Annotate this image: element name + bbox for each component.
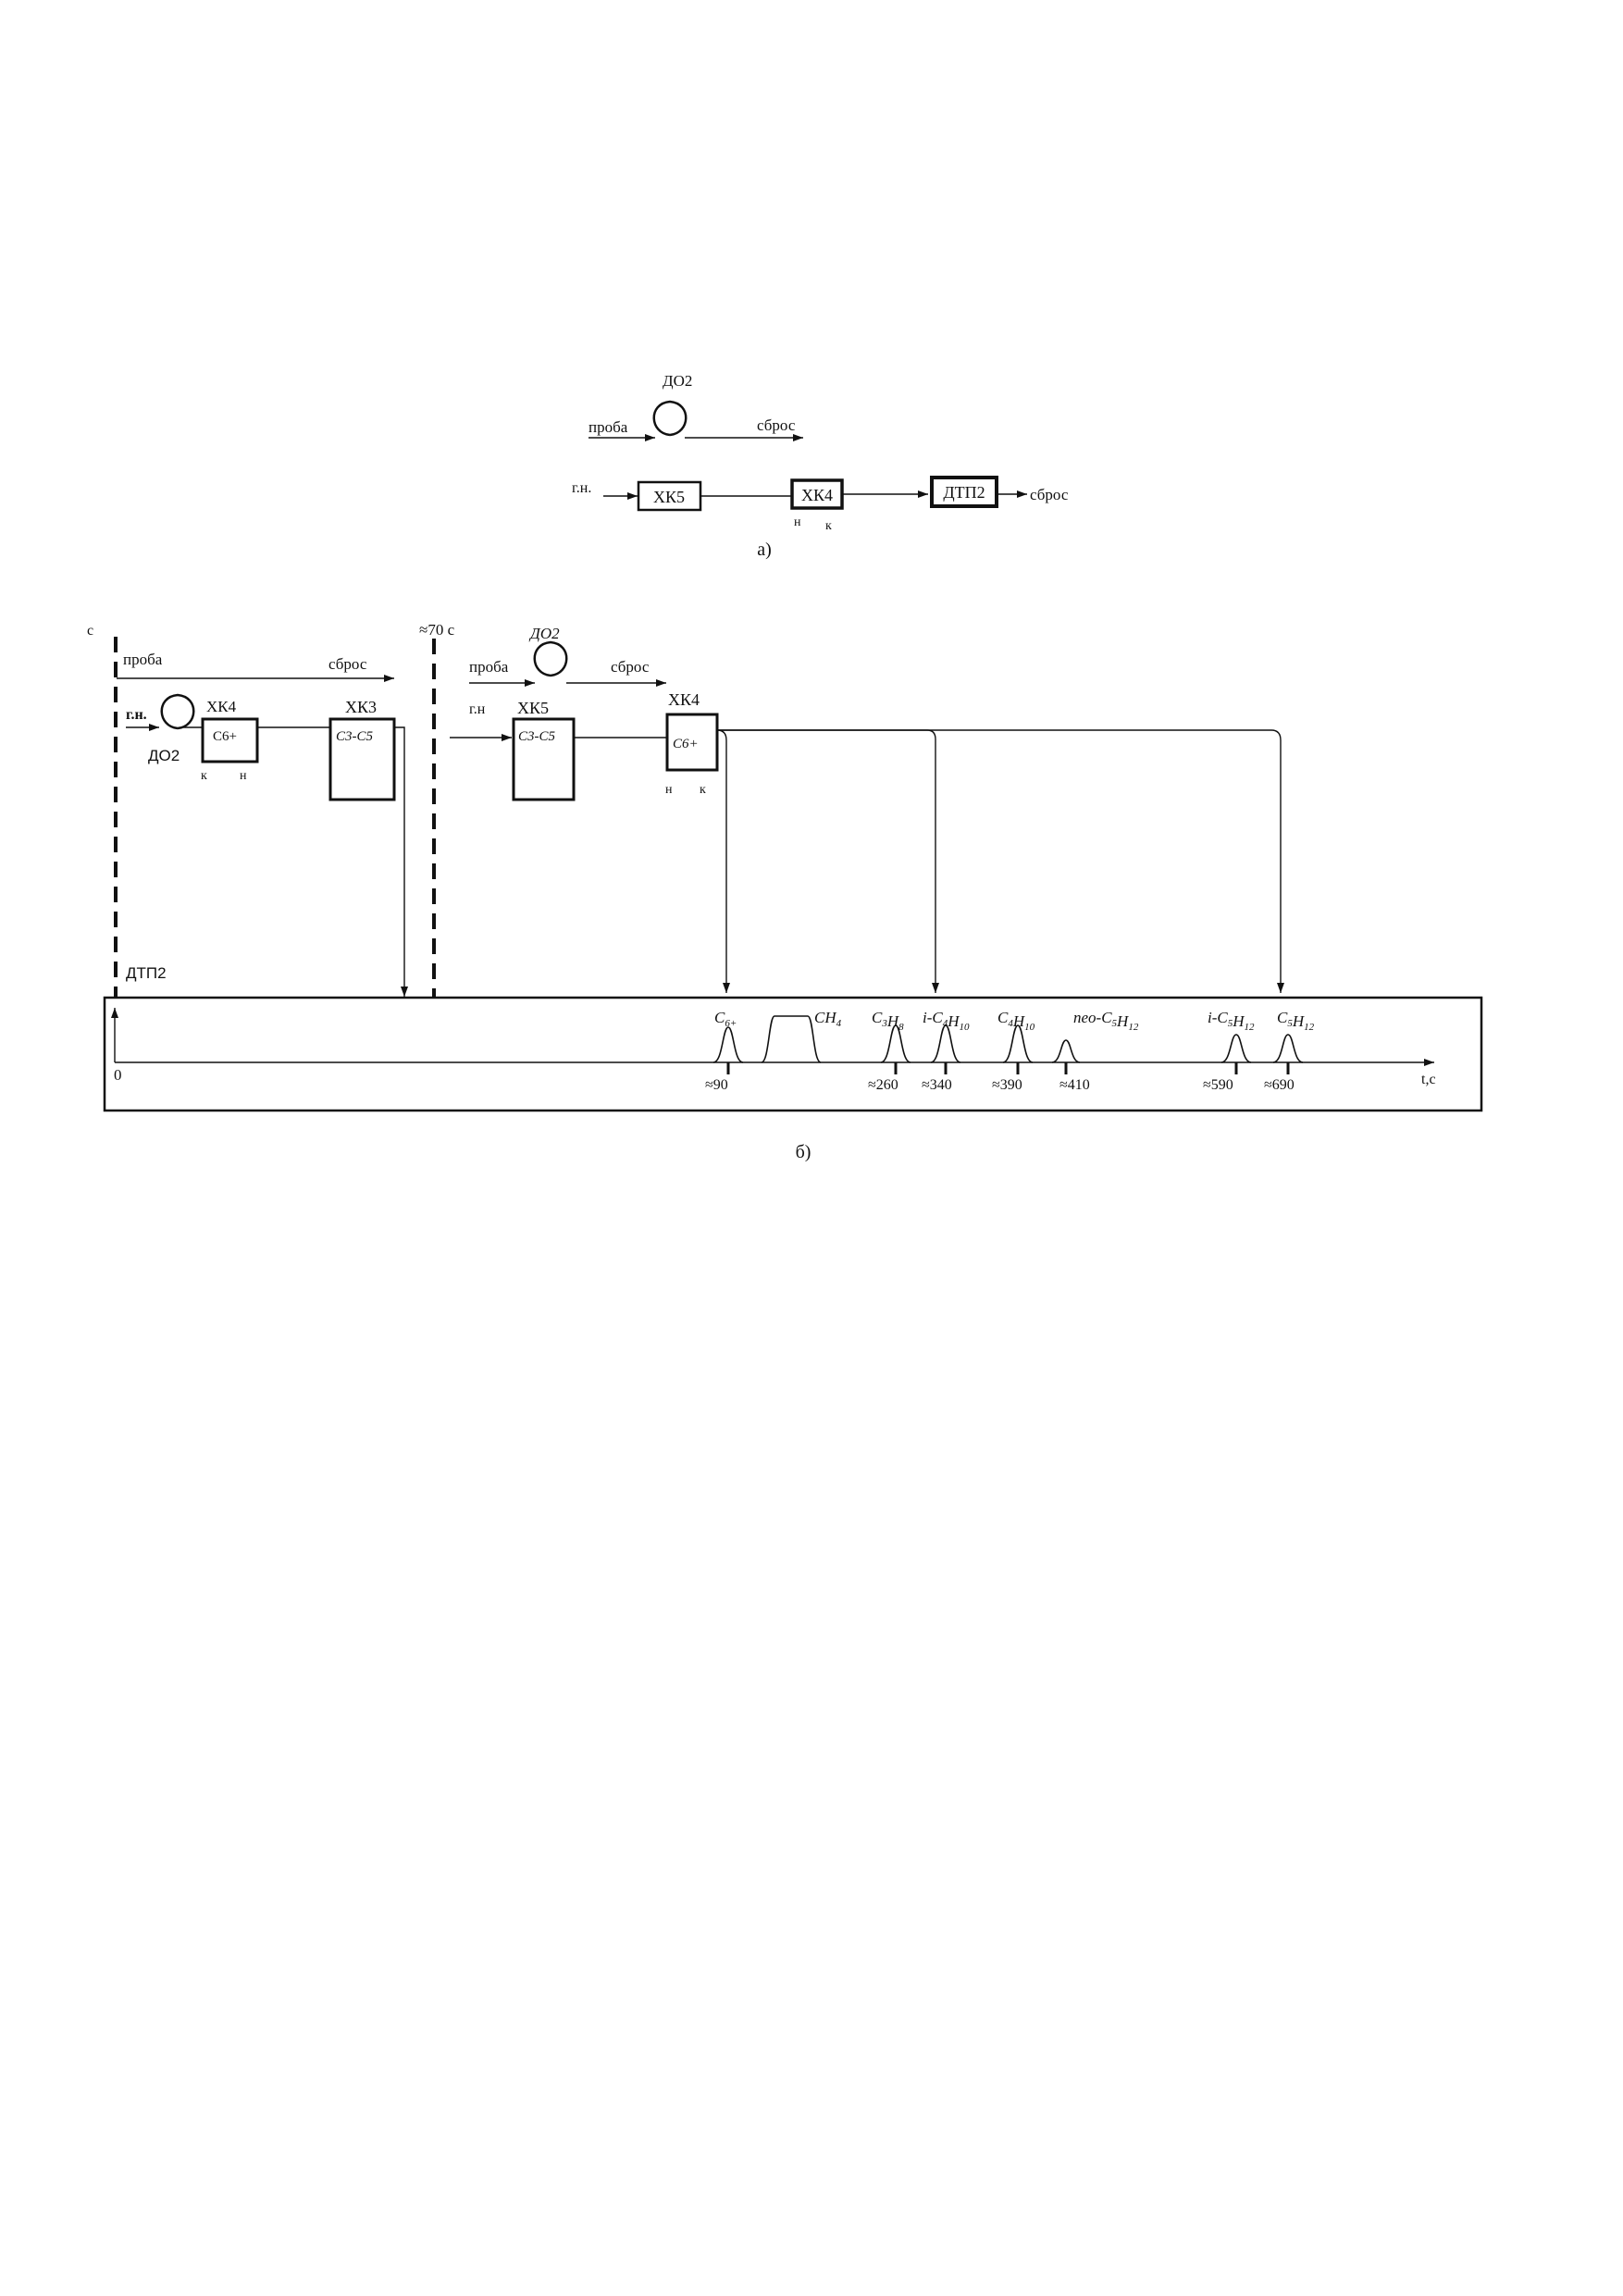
a-detector bbox=[930, 476, 998, 508]
a-vent-top-label: сброс bbox=[757, 416, 796, 434]
a-end-k: к bbox=[825, 519, 832, 533]
b-right-column-5-label: ХК5 bbox=[517, 699, 549, 717]
b-right-dose-valve-label: ДО2 bbox=[528, 625, 560, 642]
chromatogram-frame bbox=[103, 996, 1483, 1112]
b-left-column-4-label: ХК4 bbox=[206, 698, 237, 715]
b-right-carrier-label: г.н bbox=[469, 701, 486, 717]
chromatogram-origin: 0 bbox=[114, 1066, 122, 1084]
a-dose-valve-label: ДО2 bbox=[663, 372, 692, 390]
a-carrier-label: г.н. bbox=[572, 480, 591, 496]
b-left-column-4-fill: C6+ bbox=[213, 729, 237, 744]
panel-a: ДО2 проба сброс г.н. ХК5 ХК4 н к ДТП2 сб… bbox=[572, 372, 1069, 560]
peak-6: neo-C5H12 ≈410 bbox=[1051, 1009, 1139, 1093]
b-right-end-n: н bbox=[665, 783, 673, 797]
peak-1: C6+ ≈90 bbox=[705, 1009, 744, 1093]
peak-8: C5H12 ≈690 bbox=[1264, 1009, 1315, 1093]
peak-7: i-C5H12 ≈590 bbox=[1203, 1009, 1255, 1093]
peak-label: C3H8 bbox=[872, 1009, 904, 1033]
peak-time-label: ≈90 bbox=[705, 1077, 728, 1093]
peak-shape bbox=[1220, 1034, 1252, 1063]
peak-shape bbox=[880, 1024, 911, 1063]
b-right-dose-loop-icon bbox=[533, 640, 568, 677]
chromatogram: 0 t,с C6+ ≈90 CH4 C3H8 ≈260 i-C4H10 ≈340 C4H10 ≈… bbox=[103, 996, 1483, 1112]
a-column-5-label: ХК5 bbox=[653, 488, 685, 506]
a-end-n: н bbox=[794, 515, 801, 529]
peak-label: CH4 bbox=[814, 1009, 842, 1029]
b-right-column-4-fill: C6+ bbox=[673, 737, 699, 751]
peak-label: C5H12 bbox=[1277, 1009, 1315, 1033]
b-left-column-3-label: ХК3 bbox=[345, 698, 377, 716]
b-caption: б) bbox=[796, 1142, 812, 1162]
b-right-vent-label: сброс bbox=[611, 658, 650, 676]
b-left-end-n: н bbox=[240, 769, 247, 783]
peak-shape bbox=[1002, 1024, 1034, 1063]
peak-time-label: ≈590 bbox=[1203, 1077, 1233, 1093]
peak-time-label: ≈260 bbox=[868, 1077, 898, 1093]
b-time-axis-unit: с bbox=[87, 623, 93, 639]
peak-label: C4H10 bbox=[997, 1009, 1035, 1033]
peak-time-label: ≈690 bbox=[1264, 1077, 1295, 1093]
b-left-carrier-label: г.н. bbox=[126, 707, 147, 723]
peak-3: C3H8 ≈260 bbox=[868, 1009, 911, 1093]
panel-b: с ≈70 с проба сброс г.н. ДО2 ХК4 C6+ к н… bbox=[87, 621, 1483, 1162]
b-left-column-4 bbox=[201, 717, 259, 763]
peak-label: i-C5H12 bbox=[1208, 1009, 1255, 1033]
a-detector-label: ДТП2 bbox=[943, 483, 985, 502]
b-left-dose-loop-icon bbox=[160, 693, 195, 730]
a-column-4-label: ХК4 bbox=[801, 486, 833, 504]
a-caption: а) bbox=[757, 540, 772, 560]
b-detector-label: ДТП2 bbox=[126, 964, 167, 982]
b-right-column-5 bbox=[512, 717, 576, 801]
b-right-outlet-4 bbox=[717, 729, 1284, 993]
b-right-outlet-3 bbox=[717, 729, 939, 993]
b-left-sample-label: проба bbox=[123, 651, 163, 668]
b-right-end-k: к bbox=[700, 783, 706, 797]
b-left-to-detector-arrow bbox=[394, 726, 408, 997]
peak-4: i-C4H10 ≈340 bbox=[922, 1009, 970, 1093]
a-sample-label: проба bbox=[588, 418, 628, 436]
b-right-sample-label: проба bbox=[469, 658, 509, 676]
peak-shape bbox=[761, 1015, 822, 1063]
chromatogram-t-label: t,с bbox=[1421, 1072, 1436, 1087]
a-dose-loop-icon bbox=[652, 400, 688, 437]
b-switch-time-label: ≈70 с bbox=[419, 621, 455, 639]
b-left-end-k: к bbox=[201, 769, 207, 783]
b-right-column-5-fill: C3-C5 bbox=[518, 729, 556, 744]
peak-shape bbox=[712, 1026, 744, 1063]
peak-label: neo-C5H12 bbox=[1073, 1009, 1139, 1033]
peak-shape bbox=[1051, 1039, 1081, 1063]
b-left-state: проба сброс г.н. ДО2 ХК4 C6+ к н ХК3 C3-… bbox=[117, 651, 408, 997]
b-left-vent-label: сброс bbox=[328, 655, 367, 673]
peak-time-label: ≈390 bbox=[992, 1077, 1022, 1093]
a-vent-out-label: сброс bbox=[1030, 486, 1069, 503]
b-left-column-3 bbox=[328, 717, 396, 801]
b-right-state: ДО2 проба сброс г.н ХК5 C3-C5 ХК4 C6+ н … bbox=[450, 625, 1284, 993]
peak-shape bbox=[930, 1024, 961, 1063]
peak-shape bbox=[1272, 1034, 1304, 1063]
b-right-column-4-label: ХК4 bbox=[668, 690, 700, 709]
peak-label: C6+ bbox=[714, 1009, 737, 1029]
b-left-column-3-fill: C3-C5 bbox=[336, 729, 374, 744]
b-right-column-4 bbox=[665, 713, 719, 772]
b-left-dose-valve-label: ДО2 bbox=[148, 747, 180, 764]
peak-2: CH4 bbox=[761, 1009, 842, 1063]
b-right-outlet-1 bbox=[716, 729, 730, 993]
peak-time-label: ≈340 bbox=[922, 1077, 952, 1093]
chromatogram-peaks: C6+ ≈90 CH4 C3H8 ≈260 i-C4H10 ≈340 C4H10 ≈390 neo… bbox=[705, 1009, 1315, 1093]
peak-label: i-C4H10 bbox=[923, 1009, 970, 1033]
peak-time-label: ≈410 bbox=[1059, 1077, 1090, 1093]
peak-5: C4H10 ≈390 bbox=[992, 1009, 1035, 1093]
